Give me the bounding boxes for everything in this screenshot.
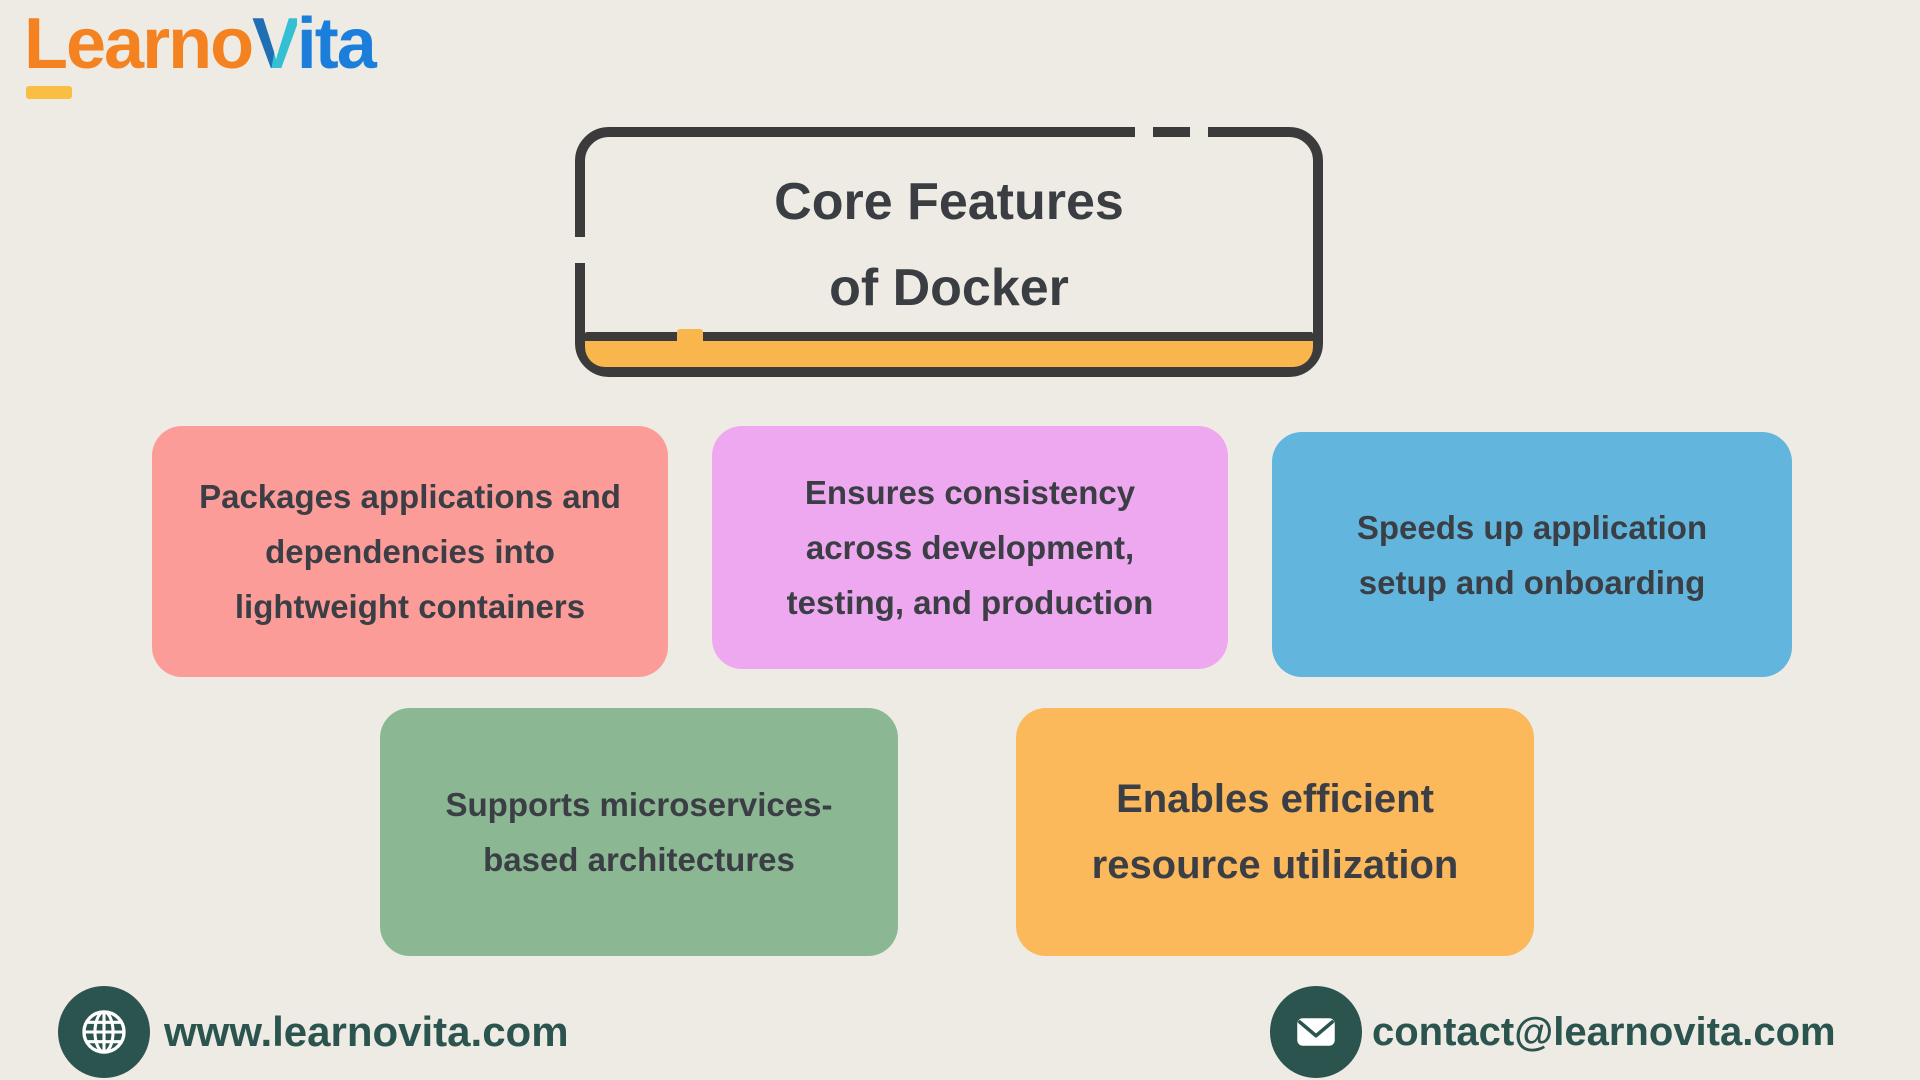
logo-text-v: V xyxy=(252,4,299,84)
email-address: contact@learnovita.com xyxy=(1372,1009,1836,1054)
website-url: www.learnovita.com xyxy=(164,1008,569,1055)
globe-icon xyxy=(58,986,150,1078)
learnovita-logo: LearnoVita xyxy=(24,8,377,80)
feature-card-packaging: Packages applications and dependencies i… xyxy=(152,426,668,677)
envelope-icon xyxy=(1270,986,1362,1078)
logo-text-ita: ita xyxy=(296,4,377,84)
underline-notch xyxy=(677,329,703,343)
feature-card-resources: Enables efficient resource utilization xyxy=(1016,708,1534,956)
frame-dash-gap xyxy=(1190,127,1208,137)
footer-website: www.learnovita.com xyxy=(58,986,569,1078)
feature-card-microservices: Supports microservices- based architectu… xyxy=(380,708,898,956)
title-frame: Core Features of Docker xyxy=(575,127,1323,377)
logo-yellow-accent xyxy=(26,86,72,99)
feature-card-consistency: Ensures consistency across development, … xyxy=(712,426,1228,669)
frame-dash-gap xyxy=(575,237,585,263)
title-underline-bar xyxy=(585,329,1313,367)
feature-card-speed: Speeds up application setup and onboardi… xyxy=(1272,432,1792,677)
frame-dash-gap xyxy=(1135,127,1153,137)
footer-email: contact@learnovita.com xyxy=(1270,986,1836,1078)
page-title: Core Features of Docker xyxy=(774,173,1124,317)
logo-text-learno: Learno xyxy=(24,4,254,84)
